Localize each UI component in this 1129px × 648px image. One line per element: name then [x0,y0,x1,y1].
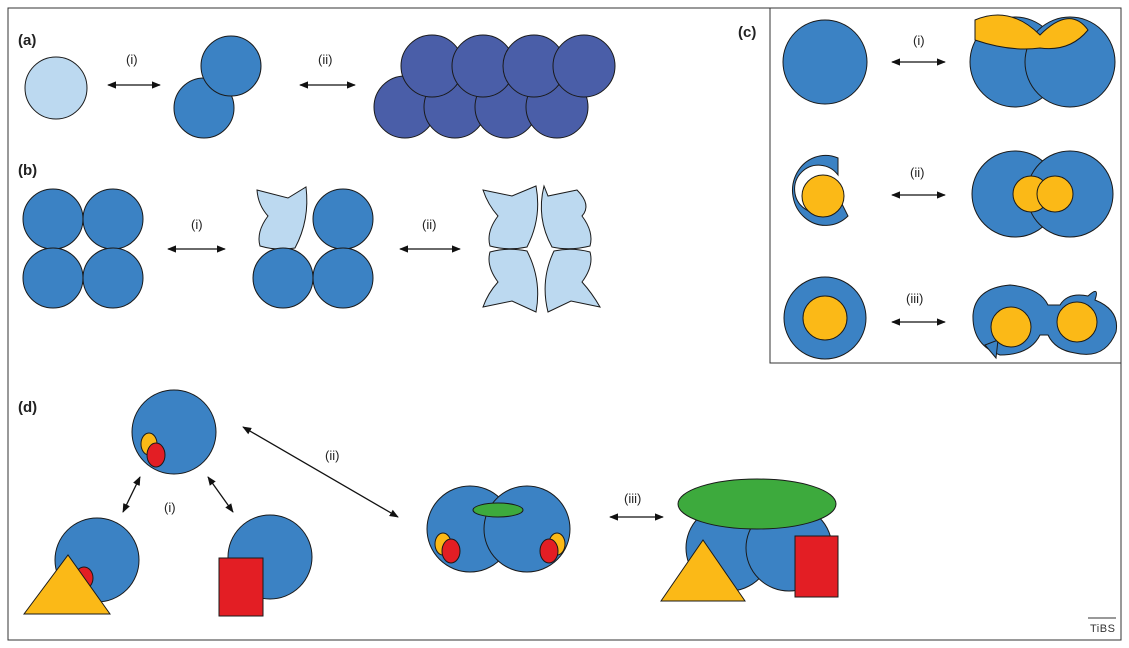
panel-a-label: (a) [18,32,36,49]
ligand-yellow [974,14,1089,50]
arrow-c-i-label: (i) [913,33,925,48]
monomer-c-iii [783,276,867,360]
arrow-c-iii-label: (iii) [906,291,923,306]
ligand-rectangle [218,557,264,617]
monomer-d-rectangle [218,514,313,617]
monomer-c-i [782,19,868,105]
panel-c-frame [769,7,1122,364]
subunit-inactive [256,186,308,250]
domain-swapped-dimer [972,284,1118,360]
monomer-d-top [131,389,217,475]
arrow-a-i-label: (i) [126,52,138,67]
complex-d [660,478,839,602]
monomer-c-ii [792,154,849,226]
panel-b: (b) (i) (ii) [18,162,601,313]
journal-logo: TiBS [1088,617,1116,635]
arrow-c-ii-label: (ii) [910,165,924,180]
dimer-c-i [969,14,1116,108]
ligand-red [441,538,461,564]
ligand-yellow [802,295,848,341]
ligand-rectangle [794,535,839,598]
arrow-d-i-right [207,476,234,513]
ligand-yellow [1036,175,1074,213]
logo-text: TiBS [1090,623,1115,635]
ligand-yellow [801,174,845,218]
ligand-green [472,502,524,518]
monomer-d-triangle [23,517,140,615]
arrow-b-ii-label: (ii) [422,217,436,232]
panel-c: (c) (i) (ii) (iii) [738,14,1118,360]
ligand-green-large [677,478,837,530]
tetramer-active [22,188,144,309]
arrow-d-i-left [122,476,141,513]
arrow-b-i-label: (i) [191,217,203,232]
dimer-subunit-upper [200,35,262,97]
panel-c-label: (c) [738,24,756,41]
panel-a: (a) (i) (ii) [18,32,616,139]
filament-polymer [373,34,616,139]
ligand-triangle [660,539,746,602]
monomer-light [24,56,88,120]
ligand-yellow [990,306,1032,348]
ligand-red [539,538,559,564]
arrow-d-i-label: (i) [164,500,176,515]
dimer-c-ii [971,150,1114,238]
panel-d: (d) (i) (ii) [18,389,839,617]
ligand-triangle [23,554,111,615]
tetramer-partial [252,186,374,309]
dimer-d [426,485,571,573]
arrow-d-ii [242,426,399,518]
panel-b-label: (b) [18,162,37,179]
ligand-yellow [1056,301,1098,343]
arrow-d-iii-label: (iii) [624,491,641,506]
arrow-d-ii-label: (ii) [325,448,339,463]
arrow-a-ii-label: (ii) [318,52,332,67]
ligand-red [146,442,166,468]
tetramer-inactive [482,184,601,313]
panel-d-label: (d) [18,399,37,416]
